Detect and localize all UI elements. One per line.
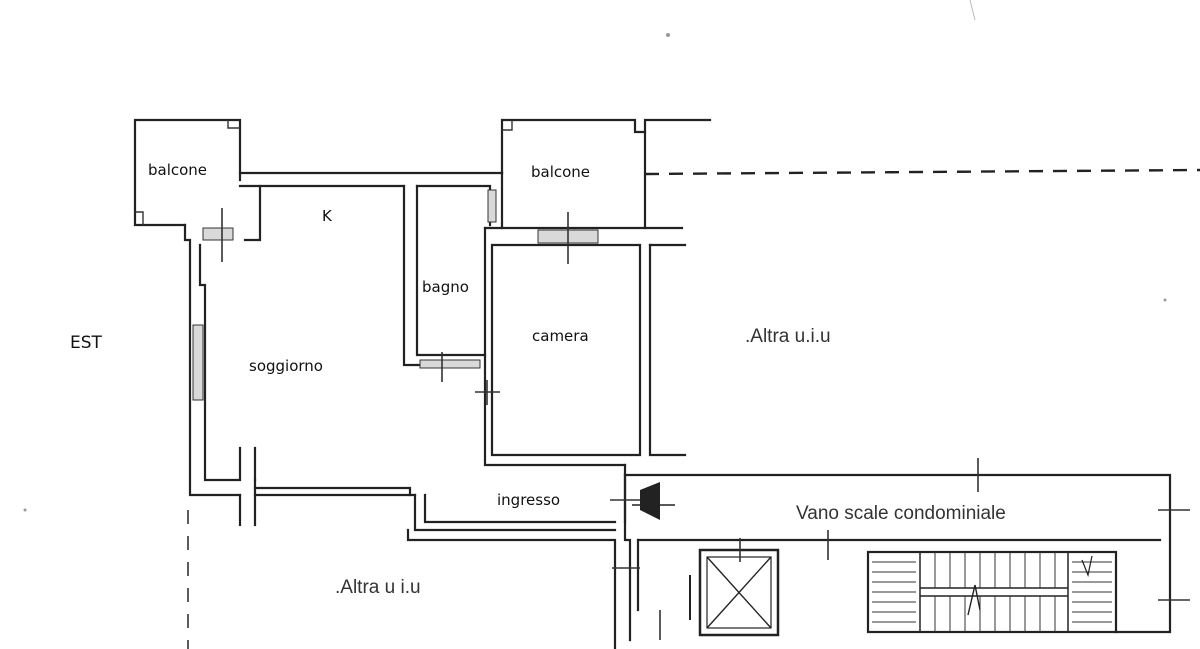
balcone-left-walls (133, 118, 242, 227)
window-soggiorno-left (192, 324, 204, 401)
scan-speck (23, 508, 27, 512)
staircase-icon (866, 550, 1118, 634)
camera-walls (475, 212, 687, 467)
scan-speck (1163, 298, 1167, 302)
scan-speck (666, 33, 670, 37)
scan-mark (969, 0, 976, 21)
stairwell-label: Vano scale condominiale (796, 503, 1006, 524)
room-label-soggiorno: soggiorno (249, 357, 323, 375)
window-soggiorno-top (202, 227, 234, 241)
neighbor-unit-label-bottom: .Altra u i.u (335, 577, 421, 598)
soggiorno-walls (183, 208, 417, 527)
room-label-ingresso: ingresso (497, 491, 560, 509)
stairwell-walls (610, 458, 1190, 642)
room-label-balcone-left: balcone (148, 161, 207, 179)
bagno-details (419, 189, 497, 382)
top-wall (238, 171, 504, 367)
room-label-bagno: bagno (422, 278, 469, 296)
elevator-shaft-icon (689, 538, 780, 637)
room-label-balcone-right: balcone (531, 163, 590, 181)
balcone-right-walls (500, 118, 1200, 230)
room-label-kitchen: K (322, 207, 333, 225)
room-label-camera: camera (532, 327, 589, 345)
entry-door-icon (632, 482, 675, 520)
orientation-label: EST (70, 333, 103, 353)
neighbor-unit-label-right: .Altra u.i.u (745, 326, 831, 347)
door-bagno (419, 359, 481, 369)
window-bagno (487, 189, 497, 223)
